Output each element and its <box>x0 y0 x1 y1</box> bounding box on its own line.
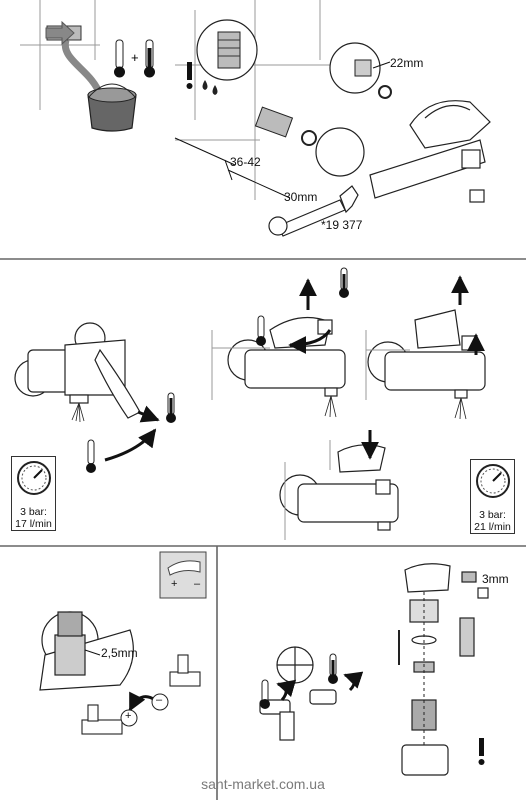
mixer-illustration-left <box>14 322 141 419</box>
wall-inlet-detail <box>196 19 258 81</box>
pressure-gauge-left: 3 bar: 17 l/min <box>11 456 56 531</box>
minus-badge-glyph: – <box>156 694 163 706</box>
mini-mixer-plus <box>81 704 123 735</box>
arrow-temperature-rotate <box>104 428 157 462</box>
water-drip-illustration <box>202 80 218 95</box>
mixer-illustration-middle <box>227 316 346 397</box>
pressure-gauge-right: 3 bar: 21 l/min <box>470 459 515 534</box>
thermometer-cold-valve <box>260 679 270 709</box>
thermometer-cold-left <box>86 439 96 473</box>
dimension-36-42 <box>174 137 291 199</box>
mixer-illustration-right <box>367 309 486 399</box>
warning-icon-maintenance <box>478 738 485 765</box>
spanner-tool <box>268 185 359 237</box>
mini-mixer-minus <box>169 654 201 687</box>
gauge-pressure-label: 3 bar: <box>20 506 47 518</box>
plus-badge <box>120 709 138 727</box>
gauge-pressure-label: 3 bar: <box>479 509 506 521</box>
watermark: sant-market.com.ua <box>201 776 325 792</box>
cartridge-adjust-illustration <box>39 611 134 691</box>
thermometer-hot-valve <box>328 653 338 684</box>
gauge-flow-label: 17 l/min <box>15 518 52 530</box>
warning-icon <box>186 62 193 89</box>
thermometer-cold-middle <box>256 315 266 346</box>
plus-icon-glyph: + <box>171 578 178 590</box>
leader-line-22mm <box>372 61 391 69</box>
label-hex-key-small: 3mm <box>482 572 509 586</box>
mixer-illustration-bottom <box>279 444 399 531</box>
shutoff-valves-illustration <box>259 646 337 741</box>
exploded-cartridge-illustration <box>401 563 489 776</box>
arrow-close-valve-cold <box>276 679 297 701</box>
wall-lines-bottom <box>284 440 331 540</box>
temperature-adjust-icon <box>159 551 207 599</box>
gauge-dial-icon <box>17 461 51 495</box>
water-spray-left <box>71 402 85 423</box>
mixer-illustration-main <box>369 100 491 203</box>
water-spray-right <box>454 397 467 420</box>
plus-badge-glyph: + <box>125 710 132 722</box>
plus-sign: + <box>131 50 139 65</box>
arrow-close-valve-hot <box>343 671 364 692</box>
label-part-number: *19 377 <box>321 218 363 232</box>
arrow-flow-icon <box>45 20 75 46</box>
label-depth-range: 36-42 <box>230 155 261 169</box>
gauge-flow-label: 21 l/min <box>474 521 511 533</box>
minus-icon-glyph: – <box>194 578 201 590</box>
wall-tiles <box>20 0 330 200</box>
section-dividers <box>0 258 526 800</box>
gauge-dial-icon <box>476 464 510 498</box>
leader-line-2-5mm <box>84 649 101 656</box>
minus-badge <box>151 693 169 711</box>
wall-lines-middle <box>211 330 270 400</box>
thermometer-hot-left <box>166 392 176 423</box>
label-wrench-size: 22mm <box>390 56 424 70</box>
thermometer-hot-middle <box>339 267 349 298</box>
water-spray-middle <box>324 395 337 418</box>
label-hex-key: 2,5mm <box>101 646 138 660</box>
label-spanner-size: 30mm <box>284 190 318 204</box>
thermometer-cold-icon <box>114 39 125 78</box>
thermometer-hot-icon <box>144 39 155 78</box>
eccentric-connector <box>254 106 365 177</box>
wall-lines-right <box>365 330 410 400</box>
escutcheon-upper <box>329 42 392 99</box>
arrow-rotate-middle <box>288 329 332 354</box>
arrow-rotate-cartridge <box>128 691 156 712</box>
arrow-pull-lever <box>137 405 160 423</box>
